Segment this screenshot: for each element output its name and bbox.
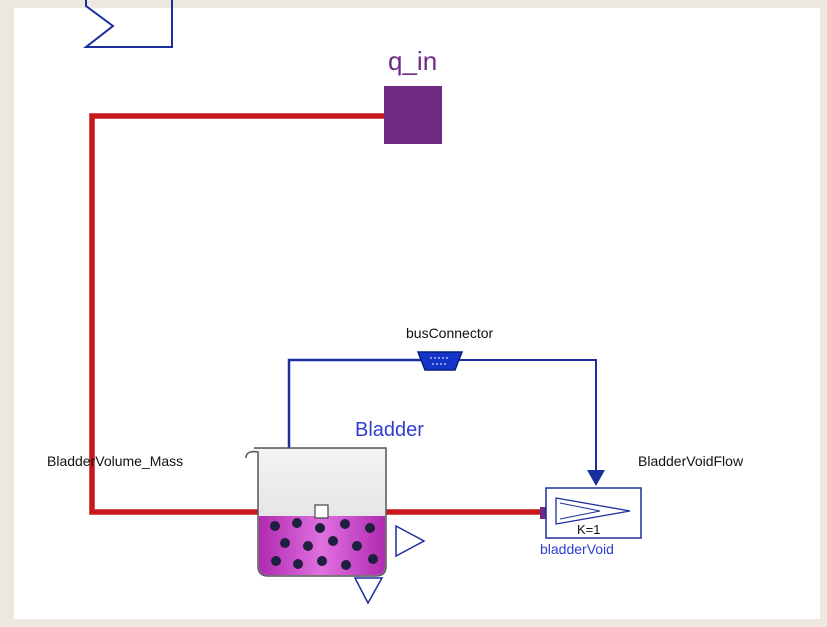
q-in-label: q_in <box>388 46 437 76</box>
bladder-void-label: bladderVoid <box>540 541 614 557</box>
gain-block-icon[interactable] <box>545 487 642 539</box>
bladder-volume-mass-label: BladderVolume_Mass <box>47 453 183 469</box>
bus-connector-icon[interactable] <box>416 351 464 371</box>
q-in-port[interactable] <box>384 86 442 144</box>
gain-input-port[interactable] <box>540 507 548 519</box>
input-arrow-icon[interactable] <box>83 0 173 48</box>
bladder-void-flow-label: BladderVoidFlow <box>638 453 744 469</box>
bladder-title: Bladder <box>355 419 424 441</box>
bus-signal-line-right[interactable] <box>456 359 597 470</box>
bus-signal-line-left[interactable] <box>287 358 424 474</box>
signal-arrow-right-icon <box>587 470 605 486</box>
output-arrow-down-icon[interactable] <box>353 577 384 605</box>
flow-port-icon[interactable] <box>314 504 329 519</box>
gain-k-label: K=1 <box>577 522 601 537</box>
bus-connector-label: busConnector <box>406 325 494 341</box>
output-arrow-right-icon[interactable] <box>395 524 426 558</box>
beaker-icon[interactable] <box>245 447 387 577</box>
